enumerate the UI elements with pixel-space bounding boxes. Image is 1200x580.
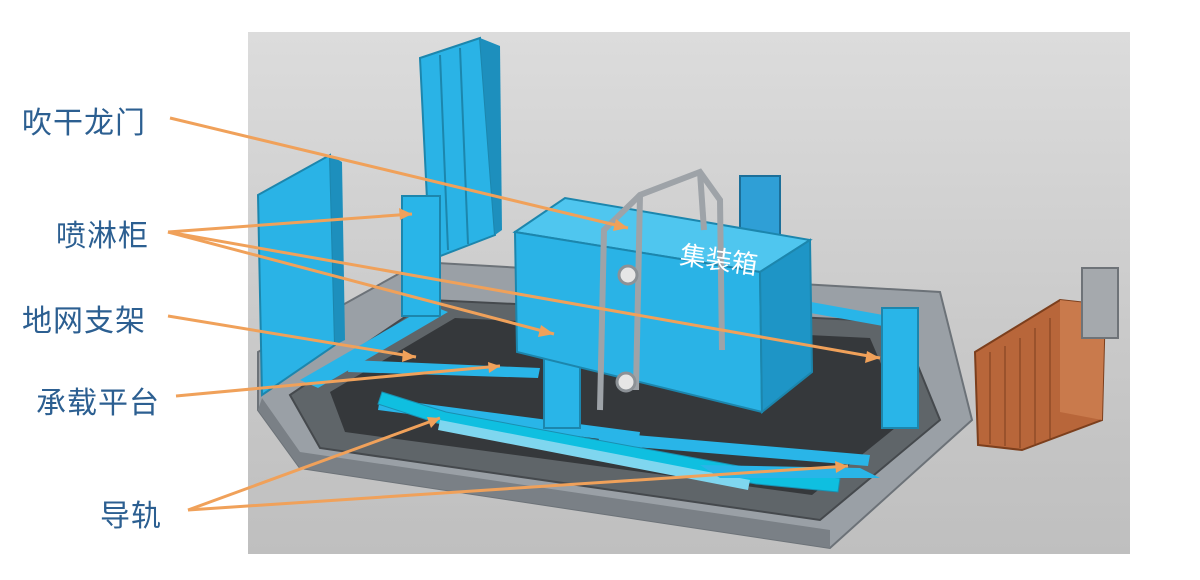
arrowhead — [835, 461, 848, 473]
arrowhead — [399, 208, 412, 220]
leader-line-drying-gantry — [169, 116, 629, 230]
drying-gantry — [597, 168, 725, 411]
leader-line-spray-cabinet-2 — [167, 230, 555, 336]
orange-cage — [973, 267, 1119, 452]
guide-rails — [377, 391, 880, 493]
arrowhead — [402, 350, 416, 362]
label-ground-frame: 地网支架 — [22, 304, 146, 339]
leader-arrowheads — [399, 208, 880, 473]
leader-line-guide-rail-2 — [187, 464, 849, 512]
label-guide-rail: 导轨 — [100, 499, 162, 534]
leader-line-load-platform — [175, 364, 501, 398]
leader-line-spray-cabinet-1 — [167, 212, 413, 234]
leader-line-ground-frame — [167, 314, 417, 359]
arrowhead — [488, 362, 500, 373]
arrowhead — [427, 417, 440, 428]
leader-lines — [167, 116, 881, 512]
leader-line-guide-rail-1 — [187, 416, 441, 512]
label-load-platform: 承载平台 — [36, 386, 160, 421]
label-spray-cabinet: 喷淋柜 — [56, 219, 149, 254]
arrowhead — [538, 325, 554, 337]
label-drying-gantry: 吹干龙门 — [22, 106, 146, 141]
ground-frame — [300, 300, 905, 466]
arrowhead — [613, 219, 628, 231]
arrowhead — [865, 351, 880, 363]
leader-line-spray-cabinet-3 — [167, 230, 881, 360]
